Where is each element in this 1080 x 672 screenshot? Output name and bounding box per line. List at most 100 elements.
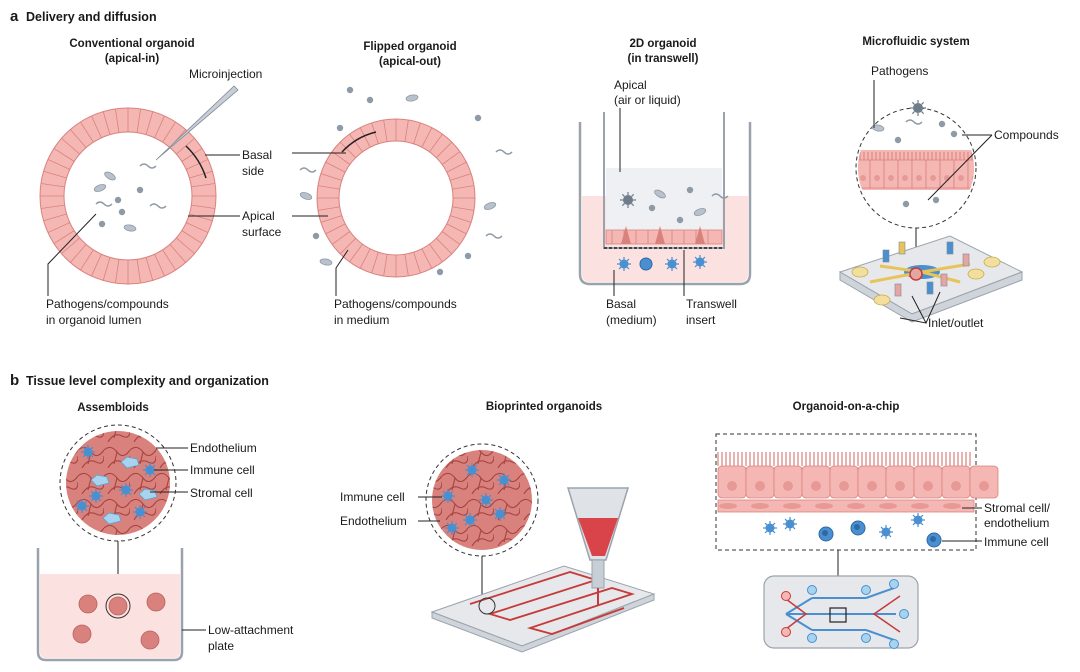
immune-spike bbox=[769, 522, 776, 529]
cell-border bbox=[317, 206, 340, 211]
cell-nucleus bbox=[916, 175, 922, 181]
conventional-title-line1: Conventional organoid bbox=[69, 38, 194, 50]
organoid bbox=[72, 624, 92, 644]
immune-spike bbox=[76, 505, 83, 512]
compound-dot bbox=[938, 120, 946, 128]
immune-spike bbox=[464, 519, 471, 526]
immune-spike bbox=[446, 527, 453, 534]
cell-nucleus bbox=[958, 175, 964, 181]
microfluidic-cells bbox=[858, 152, 974, 189]
compound-dot bbox=[136, 186, 144, 194]
immune-spike bbox=[442, 490, 449, 497]
cell-border bbox=[191, 183, 216, 188]
transwell-title-line1: 2D organoid bbox=[629, 38, 696, 50]
compounds-label: Compounds bbox=[994, 128, 1059, 142]
immune-spike bbox=[139, 511, 146, 518]
immune-spike bbox=[485, 499, 492, 506]
cell-nucleus bbox=[888, 175, 894, 181]
transwell-title-line2: (in transwell) bbox=[628, 53, 699, 65]
immune-cell bbox=[639, 257, 653, 271]
immune-spike bbox=[90, 490, 97, 497]
immune-spike bbox=[120, 484, 127, 491]
cell-border bbox=[383, 119, 388, 142]
immune-spike bbox=[917, 519, 924, 526]
immune-spike bbox=[95, 490, 102, 497]
virus bbox=[913, 103, 923, 113]
cell-border bbox=[40, 204, 65, 209]
cell-border bbox=[421, 127, 433, 148]
cell-nucleus bbox=[822, 530, 828, 536]
reservoir bbox=[967, 268, 985, 280]
compound-dot bbox=[114, 196, 122, 204]
assembloids: Assembloids Endothelium Immune cell Stro… bbox=[36, 402, 294, 662]
compound-dot bbox=[932, 196, 940, 204]
lumen-label-line2: in organoid lumen bbox=[46, 313, 141, 327]
immune-spike bbox=[81, 500, 88, 507]
endothelium-label: Endothelium bbox=[190, 441, 257, 455]
virus-spike bbox=[631, 193, 635, 197]
cell-border bbox=[102, 257, 111, 281]
apical-surface-label-line1: Apical bbox=[242, 209, 275, 223]
immune-spike bbox=[666, 263, 673, 270]
virus-spike bbox=[921, 111, 925, 115]
cell-border bbox=[181, 148, 203, 162]
immune-spike bbox=[764, 527, 771, 534]
compound-dot bbox=[336, 124, 344, 132]
epithelial-cell bbox=[939, 159, 955, 189]
epithelial-cell bbox=[967, 159, 974, 189]
cell-nucleus bbox=[755, 481, 765, 491]
compound-dot bbox=[436, 268, 444, 276]
flipped-title-line1: Flipped organoid bbox=[363, 41, 456, 53]
compound-dot bbox=[98, 220, 106, 228]
microinjection-label: Microinjection bbox=[189, 67, 262, 81]
cell-border bbox=[421, 248, 433, 269]
immune-spike bbox=[784, 518, 791, 525]
epithelial-cell bbox=[883, 159, 899, 189]
transwell-system: 2D organoid (in transwell) Apical (air o… bbox=[578, 38, 752, 327]
basal-medium-label-line2: (medium) bbox=[606, 313, 657, 327]
transwell-cells bbox=[611, 226, 709, 271]
immune-spike bbox=[81, 505, 88, 512]
cell-nucleus bbox=[874, 175, 880, 181]
cell-border bbox=[181, 230, 203, 244]
cell-border bbox=[162, 249, 176, 271]
low-attachment-plate bbox=[36, 548, 184, 662]
immune-spike bbox=[699, 256, 706, 263]
flipped-cell-borders bbox=[317, 119, 475, 277]
cell-border bbox=[154, 254, 165, 277]
immune-cell-label: Immune cell bbox=[190, 463, 255, 477]
virus-spike bbox=[911, 101, 915, 105]
cell-border bbox=[413, 252, 421, 274]
cell-nucleus bbox=[930, 536, 936, 542]
microinjection-needle-icon bbox=[155, 85, 239, 161]
cell-border bbox=[136, 108, 141, 133]
cell-border bbox=[186, 222, 209, 233]
port-post bbox=[894, 283, 902, 297]
immune-spike bbox=[498, 479, 505, 486]
cell-border bbox=[47, 159, 70, 170]
chip-port bbox=[781, 591, 791, 601]
organoid bbox=[140, 630, 160, 650]
plate-label-line1: Low-attachment bbox=[208, 623, 294, 637]
cell-border bbox=[43, 213, 67, 222]
immune-spike bbox=[90, 495, 97, 502]
immune-spike bbox=[880, 526, 887, 533]
reservoir bbox=[983, 256, 1001, 268]
immune-spike bbox=[451, 527, 458, 534]
epithelial-cell bbox=[953, 159, 969, 189]
cell-border bbox=[413, 122, 421, 144]
panel-a-title: Delivery and diffusion bbox=[26, 10, 157, 24]
virus-spike bbox=[631, 203, 635, 207]
immune-spike bbox=[494, 513, 501, 520]
cell-border bbox=[115, 259, 120, 284]
cell-border bbox=[371, 122, 379, 144]
bacterium bbox=[693, 208, 707, 216]
compound-dot bbox=[676, 216, 684, 224]
cell-border bbox=[70, 129, 87, 148]
panel-b-title: Tissue level complexity and organization bbox=[26, 374, 269, 388]
conventional-cell-borders bbox=[40, 108, 216, 284]
transwell-pathogens bbox=[620, 186, 729, 224]
panel-a-letter: a bbox=[10, 8, 19, 25]
stromal-cell bbox=[847, 503, 865, 509]
